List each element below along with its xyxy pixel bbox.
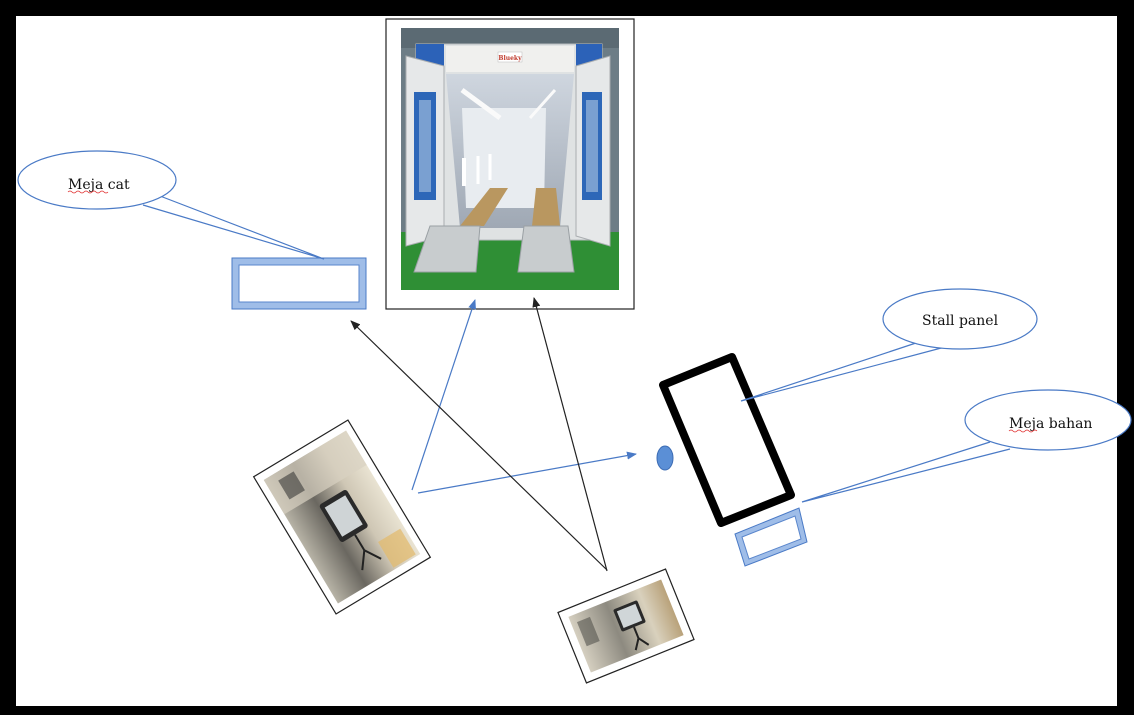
meja-cat-table bbox=[232, 258, 366, 309]
viewpoint-dot-icon bbox=[657, 446, 673, 470]
label-stall-panel: Stall panel bbox=[922, 313, 999, 329]
label-meja-bahan: Meja bahan bbox=[1009, 416, 1092, 432]
label-meja-cat: Meja cat bbox=[68, 177, 130, 193]
booth-brand-text: Blueky bbox=[498, 55, 522, 62]
paint-booth-photo: Blueky bbox=[386, 19, 634, 309]
